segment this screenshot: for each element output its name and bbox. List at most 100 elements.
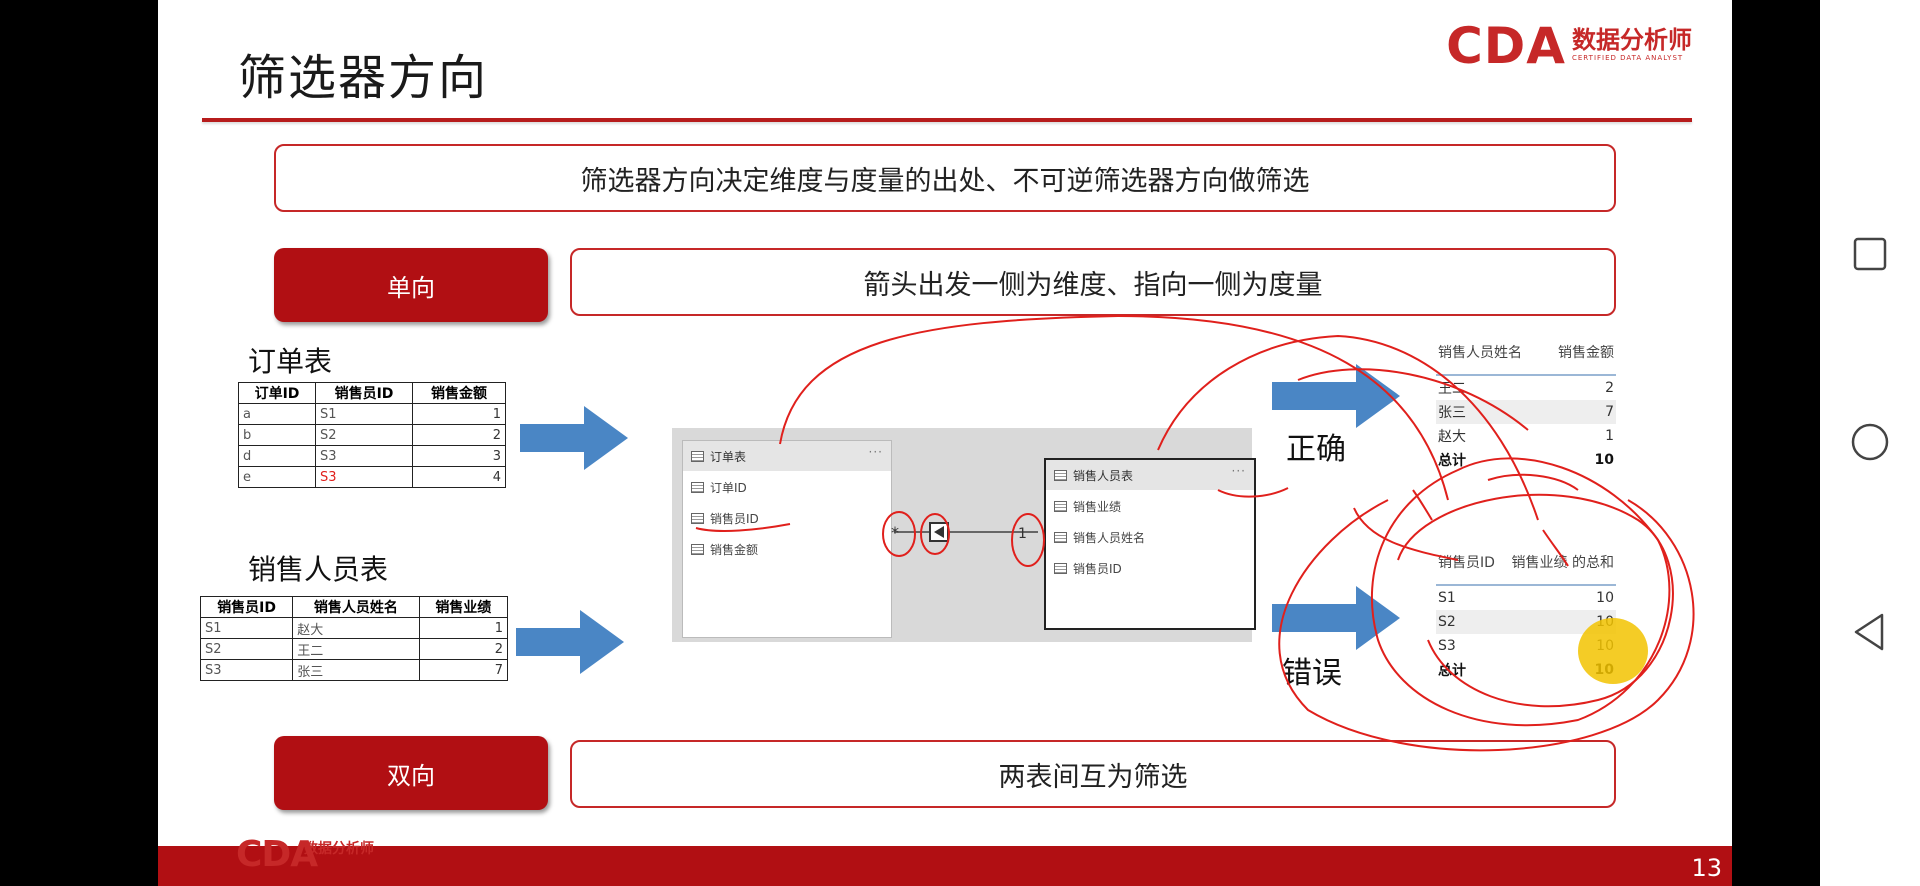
recent-apps-icon[interactable] [1844,228,1896,280]
footer-logo-cn: 数据分析师 [304,841,374,857]
column-icon [1054,501,1067,512]
orders-to-model-arrow [520,406,628,470]
sales-cell: S3 [199,659,294,681]
sales-cell: 王二 [292,638,420,660]
footer-bar [158,846,1732,886]
orders-cell: 1 [412,403,506,425]
logo-name-cn: 数据分析师 [1572,26,1692,54]
single-direction-box: 箭头出发一侧为维度、指向一侧为度量 [570,248,1616,316]
orders-cell: 3 [412,445,506,467]
sales-cell: 1 [418,617,509,639]
wrong-label: 错误 [1282,656,1342,691]
sales-model-card: 销售人员表··· 销售业绩 销售人员姓名 销售员ID [1044,458,1256,630]
orders-cell: b [238,424,316,446]
model-field: 销售金额 [683,533,891,564]
orders-cell: S1 [314,403,414,425]
column-icon [1054,563,1067,574]
home-icon[interactable] [1844,416,1896,468]
sales-cell: S2 [199,638,294,660]
orders-cell: S3 [314,445,414,467]
pointer-highlight [1578,618,1648,684]
sales-cell: 赵大 [292,617,420,639]
more-icon: ··· [868,445,883,459]
android-nav-bar [1820,0,1920,886]
table-icon [1054,469,1067,481]
orders-cell: 4 [412,466,506,488]
double-direction-button: 双向 [274,736,548,810]
orders-cell: 2 [412,424,506,446]
orders-model-card: 订单表 ··· 订单ID 销售员ID 销售金额 [682,440,892,638]
sales-cell: 张三 [292,659,420,681]
cda-logo: CDA 数据分析师 CERTIFIED DATA ANALYST [1446,18,1692,74]
column-icon [691,482,704,493]
sales-header: 销售业绩 [418,596,509,618]
model-field: 订单ID [683,471,891,502]
orders-header: 订单ID [238,382,316,404]
double-direction-box: 两表间互为筛选 [570,740,1616,808]
single-direction-label: 单向 [387,273,435,302]
double-direction-text: 两表间互为筛选 [998,761,1188,793]
column-icon [691,513,704,524]
back-icon[interactable] [1844,606,1896,658]
logo-brand: CDA [1446,17,1566,75]
banner-box: 筛选器方向决定维度与度量的出处、不可逆筛选器方向做筛选 [274,144,1616,212]
logo-name-en: CERTIFIED DATA ANALYST [1572,54,1684,62]
sales-header: 销售员ID [199,596,294,618]
double-direction-label: 双向 [387,761,435,790]
sales-to-model-arrow [516,610,624,674]
single-direction-text: 箭头出发一侧为维度、指向一侧为度量 [863,269,1323,301]
slide: 筛选器方向 CDA 数据分析师 CERTIFIED DATA ANALYST 筛… [158,0,1732,886]
sales-cell: 2 [418,638,509,660]
orders-cell: a [238,403,316,425]
table-icon [691,450,704,462]
orders-cell: d [238,445,316,467]
orders-cell: S2 [314,424,414,446]
orders-card-title: 订单表 [710,449,747,464]
page-number: 13 [1691,854,1722,882]
wrong-arrow [1272,586,1400,650]
orders-cell: S3 [314,466,414,488]
model-field: 销售员ID [683,502,891,533]
orders-header: 销售员ID [314,382,414,404]
sales-card-title: 销售人员表 [1073,468,1134,483]
footer-logo: CDA [236,834,318,875]
single-direction-button: 单向 [274,248,548,322]
model-field: 销售员ID [1046,552,1254,583]
column-icon [691,544,704,555]
sales-cell: S1 [199,617,294,639]
orders-table-label: 订单表 [248,345,333,378]
relationship-line: * 1 [891,522,1038,542]
many-cardinality: * [891,523,899,542]
correct-label: 正确 [1286,432,1346,467]
one-cardinality: 1 [1018,526,1027,542]
banner-text: 筛选器方向决定维度与度量的出处、不可逆筛选器方向做筛选 [580,165,1310,197]
model-diagram: 订单表··· 订单ID 销售员ID 销售金额 销售人员表··· 销售业绩 销售人… [672,428,1256,642]
table-row: 销售人员姓名销售金额 [1438,345,1614,361]
column-icon [1054,532,1067,543]
sales-cell: 7 [418,659,509,681]
sales-table-label: 销售人员表 [248,553,389,586]
model-field: 销售人员姓名 [1046,521,1254,552]
title-divider [202,118,1692,122]
more-icon: ··· [1231,464,1246,478]
orders-cell: e [238,466,316,488]
correct-arrow [1272,364,1400,428]
sales-header: 销售人员姓名 [292,596,420,618]
orders-header: 销售金额 [412,382,506,404]
